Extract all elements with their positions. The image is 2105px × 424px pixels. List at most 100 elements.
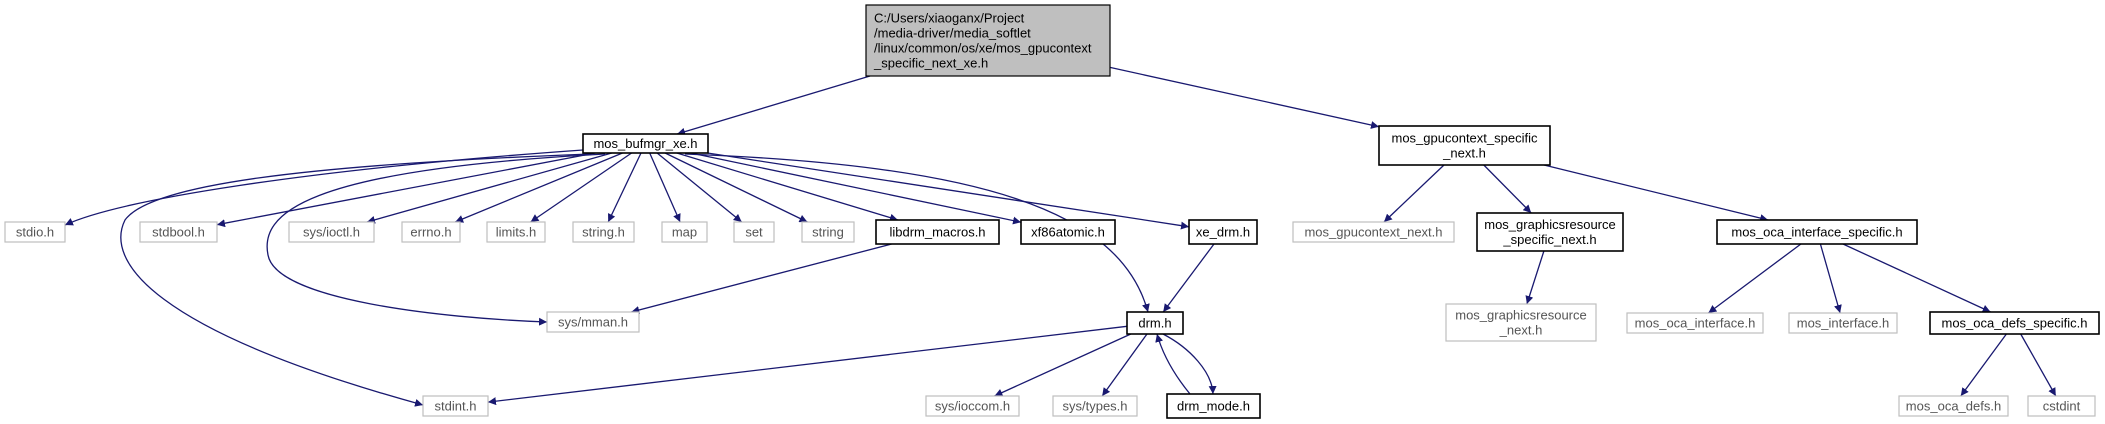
edge-mos_bufmgr_xe-to-sys_ioctl [366,152,612,224]
node-label: map [672,225,697,240]
edge-mos_bufmgr_xe-to-libdrm_macros [676,152,899,222]
node-box [733,221,775,243]
node-label: xe_drm.h [1196,225,1250,240]
node-string-h: string.h [572,221,635,243]
node-box [2027,395,2096,417]
node-drm[interactable]: drm.h [1126,311,1184,335]
node-label: errno.h [410,225,451,240]
node-cstdint: cstdint [2027,395,2096,417]
node-box [925,395,1020,417]
node-label: mos_graphicsresource [1455,308,1587,323]
node-label: _specific_next.h [1502,232,1596,247]
node-box [1476,212,1624,252]
edge-mos_oca_defs_specific-to-cstdint [2020,333,2057,397]
edge-drm-to-drm_mode [1162,333,1217,395]
node-root[interactable]: C:/Users/xiaoganx/Project/media-driver/m… [865,4,1111,77]
node-mos-oca-defs-specific[interactable]: mos_oca_defs_specific.h [1929,311,2100,335]
node-label: mos_oca_defs.h [1906,399,2001,414]
node-sys-types: sys/types.h [1052,395,1138,417]
node-label: mos_graphicsresource [1484,217,1616,232]
edge-mos_bufmgr_xe-to-string_h [607,152,642,223]
nodes-layer: C:/Users/xiaoganx/Project/media-driver/m… [4,4,2100,419]
node-mos-bufmgr-xe[interactable]: mos_bufmgr_xe.h [582,133,709,154]
node-mos-gpucontext-specific-next[interactable]: mos_gpucontext_specific_next.h [1378,125,1551,166]
edge-drm-to-sys_types [1101,333,1148,397]
edge-mos_oca_interface_specific-to-mos_oca_interface [1708,243,1802,314]
edge-libdrm_macros-to-sys_mman [631,243,892,314]
node-label: set [745,225,763,240]
node-sys-mman: sys/mman.h [546,311,640,333]
node-mos-graphicsresource-specific-next[interactable]: mos_graphicsresource_specific_next.h [1476,212,1624,252]
node-box [1626,312,1764,334]
edge-mos_oca_interface_specific-to-mos_interface [1819,243,1842,314]
node-box [1929,311,2100,335]
node-box [401,221,461,243]
node-mos-graphicsresource-next: mos_graphicsresource_next.h [1445,303,1597,342]
edge-mos_bufmgr_xe-to-drm [684,153,1150,313]
node-libdrm-macros[interactable]: libdrm_macros.h [875,219,1000,245]
node-label: limits.h [496,225,536,240]
node-box [1378,125,1551,166]
node-box [1188,219,1258,245]
node-box [4,221,66,243]
node-box [1445,303,1597,342]
edge-mos_bufmgr_xe-to-map [649,152,681,223]
edge-mos_gpucontext_specific_next-to-mos_gpucontext_next [1383,164,1445,223]
edge-root-to-mos_bufmgr_xe [676,75,871,136]
node-box [422,395,489,417]
node-errno: errno.h [401,221,461,243]
node-box [486,221,546,243]
node-label: string [812,225,844,240]
node-box [572,221,635,243]
node-label: libdrm_macros.h [889,225,985,240]
node-label: drm_mode.h [1177,399,1250,414]
node-xe-drm[interactable]: xe_drm.h [1188,219,1258,245]
node-mos-oca-interface: mos_oca_interface.h [1626,312,1764,334]
node-stdbool: stdbool.h [139,221,218,243]
node-box [1716,219,1918,245]
node-box [865,4,1111,77]
node-label: _next.h [1442,146,1486,161]
node-box [139,221,218,243]
node-label: string.h [582,225,625,240]
node-box [582,133,709,154]
node-label: stdio.h [16,225,54,240]
edge-mos_graphicsresource_specific_next-to-mos_graphicsresource_next [1525,250,1545,305]
node-map: map [661,221,708,243]
node-mos-oca-interface-specific[interactable]: mos_oca_interface_specific.h [1716,219,1918,245]
node-label: sys/ioccom.h [935,399,1010,414]
node-label: C:/Users/xiaoganx/Project [874,11,1025,26]
node-box [1052,395,1138,417]
node-box [1166,393,1261,419]
edge-mos_bufmgr_xe-to-stdbool [216,152,596,228]
edge-drm_mode-to-drm [1155,333,1191,395]
node-xf86atomic[interactable]: xf86atomic.h [1020,219,1116,245]
edge-root-to-mos_gpucontext_specific_next [1109,66,1380,129]
node-label: stdbool.h [152,225,205,240]
node-label: mos_gpucontext_specific [1392,131,1538,146]
edge-drm-to-sys_ioccom [994,333,1132,397]
node-label: mos_bufmgr_xe.h [593,136,697,151]
node-label: sys/ioctl.h [303,225,360,240]
node-box [1126,311,1184,335]
edge-mos_gpucontext_specific_next-to-mos_graphicsresource_specific_next [1483,164,1532,214]
node-box [1292,221,1455,243]
node-label: xf86atomic.h [1031,225,1105,240]
node-box [546,311,640,333]
node-sys-ioccom: sys/ioccom.h [925,395,1020,417]
edges-layer [64,66,2057,407]
edge-mos_bufmgr_xe-to-errno [454,152,623,223]
node-label: drm.h [1138,316,1171,331]
edge-mos_bufmgr_xe-to-xf86atomic [690,152,1022,225]
node-label: mos_oca_interface_specific.h [1731,225,1902,240]
node-drm-mode[interactable]: drm_mode.h [1166,393,1261,419]
node-string: string [801,221,855,243]
edge-xe_drm-to-drm [1162,243,1215,313]
edge-mos_bufmgr_xe-to-set [656,152,743,223]
node-label: /linux/common/os/xe/mos_gpucontext [874,41,1092,56]
node-label: _next.h [1499,323,1543,338]
node-box [875,219,1000,245]
node-mos-interface: mos_interface.h [1788,312,1898,334]
edge-mos_bufmgr_xe-to-sys_mman [266,153,606,326]
